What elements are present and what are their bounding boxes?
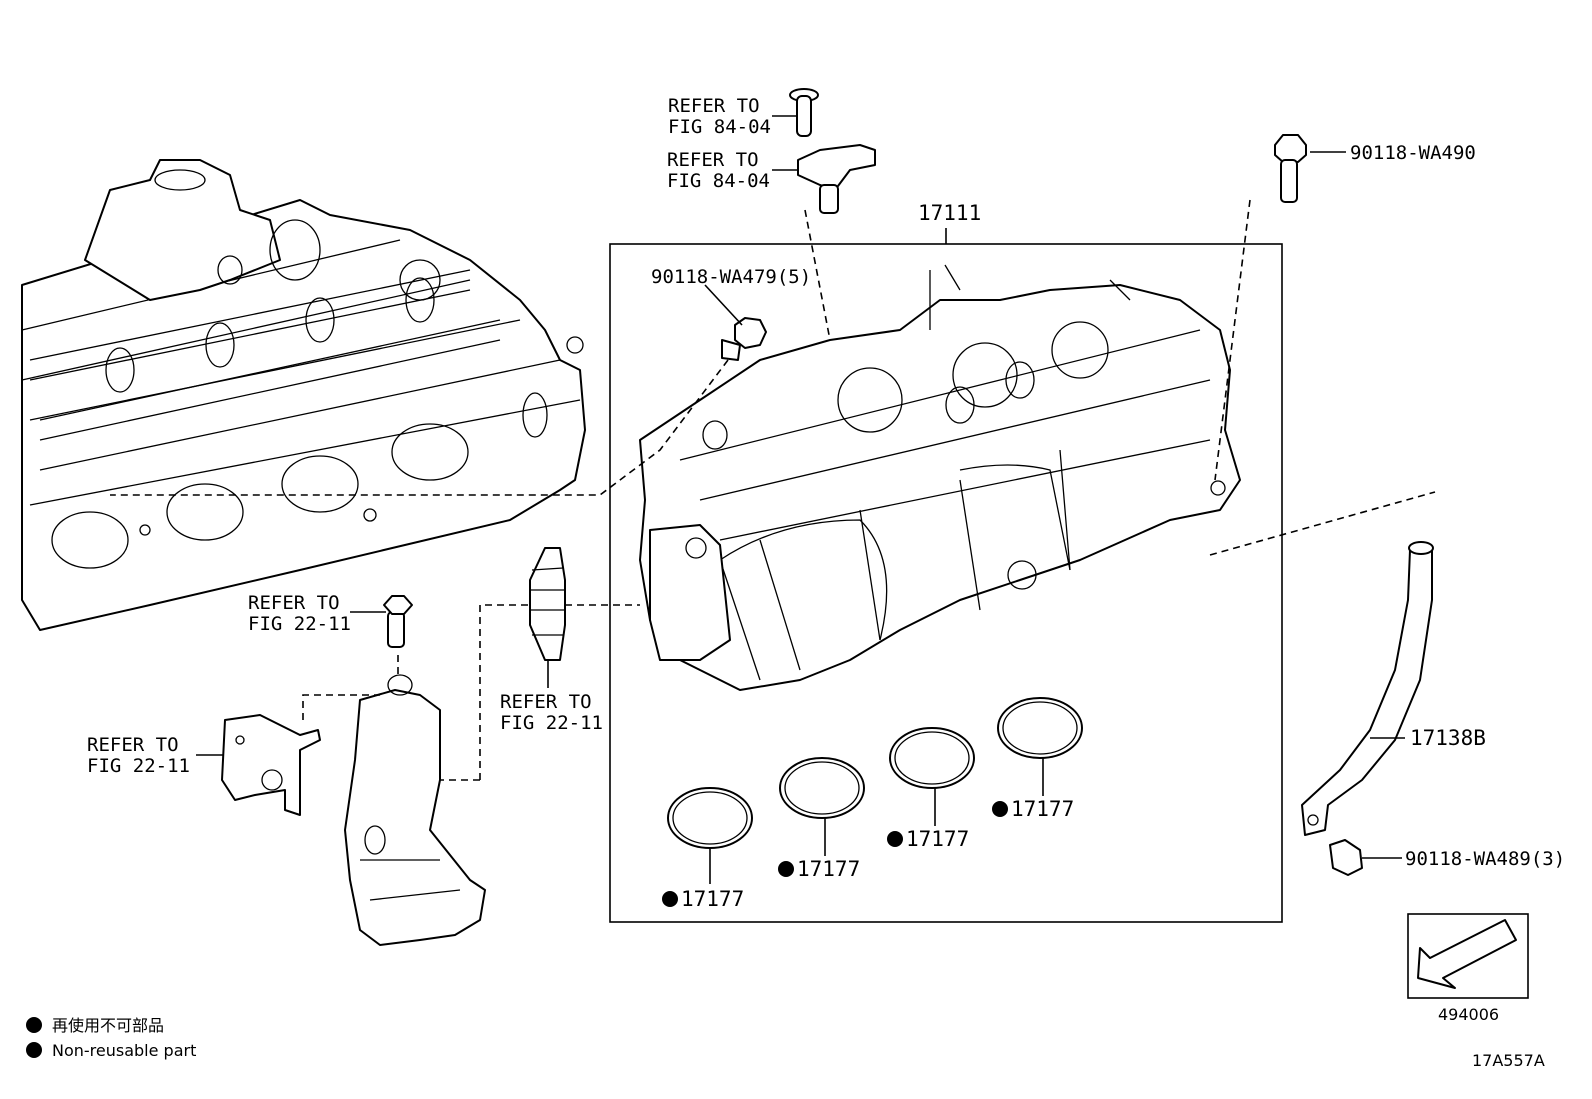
cylinder-head-illustration <box>21 159 586 631</box>
label-fig-84-04-b: FIG 84-04 <box>667 170 770 192</box>
non-reusable-dot-2 <box>778 861 794 877</box>
label-17177-3: 17177 <box>906 827 969 851</box>
bracket-illustration <box>221 714 321 816</box>
callout-labels: REFER TO FIG 84-04 REFER TO FIG 84-04 17… <box>87 95 1565 911</box>
label-refer-to-gasket: REFER TO <box>500 691 592 713</box>
non-reusable-dot-3 <box>887 831 903 847</box>
label-17177-4: 17177 <box>1011 797 1074 821</box>
label-refer-to-egr-bolt: REFER TO <box>248 592 340 614</box>
bolt-wa489-illustration <box>1329 839 1363 876</box>
label-fig-22-11-c: FIG 22-11 <box>500 712 603 734</box>
legend: 再使用不可部品 Non-reusable part <box>26 1016 196 1060</box>
label-17177-1: 17177 <box>681 887 744 911</box>
label-fig-84-04-a: FIG 84-04 <box>668 116 771 138</box>
label-fig-22-11-b: FIG 22-11 <box>87 755 190 777</box>
label-90118-wa490: 90118-WA490 <box>1350 142 1476 164</box>
dipstick-guide-illustration <box>1301 541 1434 836</box>
legend-en-text: Non-reusable part <box>52 1041 196 1060</box>
label-refer-to-sensor: REFER TO <box>667 149 759 171</box>
non-reusable-dot-4 <box>992 801 1008 817</box>
direction-arrow-icon <box>1417 919 1517 989</box>
sensor-and-bolt-illustration <box>789 88 876 214</box>
label-fig-22-11-a: FIG 22-11 <box>248 613 351 635</box>
dashed-guide-lines <box>110 199 1436 781</box>
legend-dot-en <box>26 1042 42 1058</box>
label-17177-2: 17177 <box>797 857 860 881</box>
direction-indicator: 494006 <box>1407 913 1529 1024</box>
label-17111: 17111 <box>918 201 981 225</box>
leader-lines <box>196 115 1405 884</box>
gasket-ring-illustration <box>529 547 566 661</box>
label-refer-to-bracket: REFER TO <box>87 734 179 756</box>
label-refer-to-sensor-bolt: REFER TO <box>668 95 760 117</box>
legend-dot-jp <box>26 1017 42 1033</box>
bolt-wa479-illustration <box>721 317 767 361</box>
direction-box-code: 494006 <box>1438 1005 1499 1024</box>
legend-jp-text: 再使用不可部品 <box>52 1016 164 1035</box>
intake-manifold-illustration <box>609 243 1283 923</box>
oring-gasket-group <box>667 697 1083 849</box>
diagram-code: 17A557A <box>1472 1051 1545 1070</box>
bolt-wa490-illustration <box>1274 134 1307 203</box>
non-reusable-dot-1 <box>662 891 678 907</box>
label-17138b: 17138B <box>1410 726 1486 750</box>
egr-valve-illustration <box>344 595 486 946</box>
label-90118-wa479: 90118-WA479(5) <box>651 266 811 288</box>
label-90118-wa489: 90118-WA489(3) <box>1405 848 1565 870</box>
